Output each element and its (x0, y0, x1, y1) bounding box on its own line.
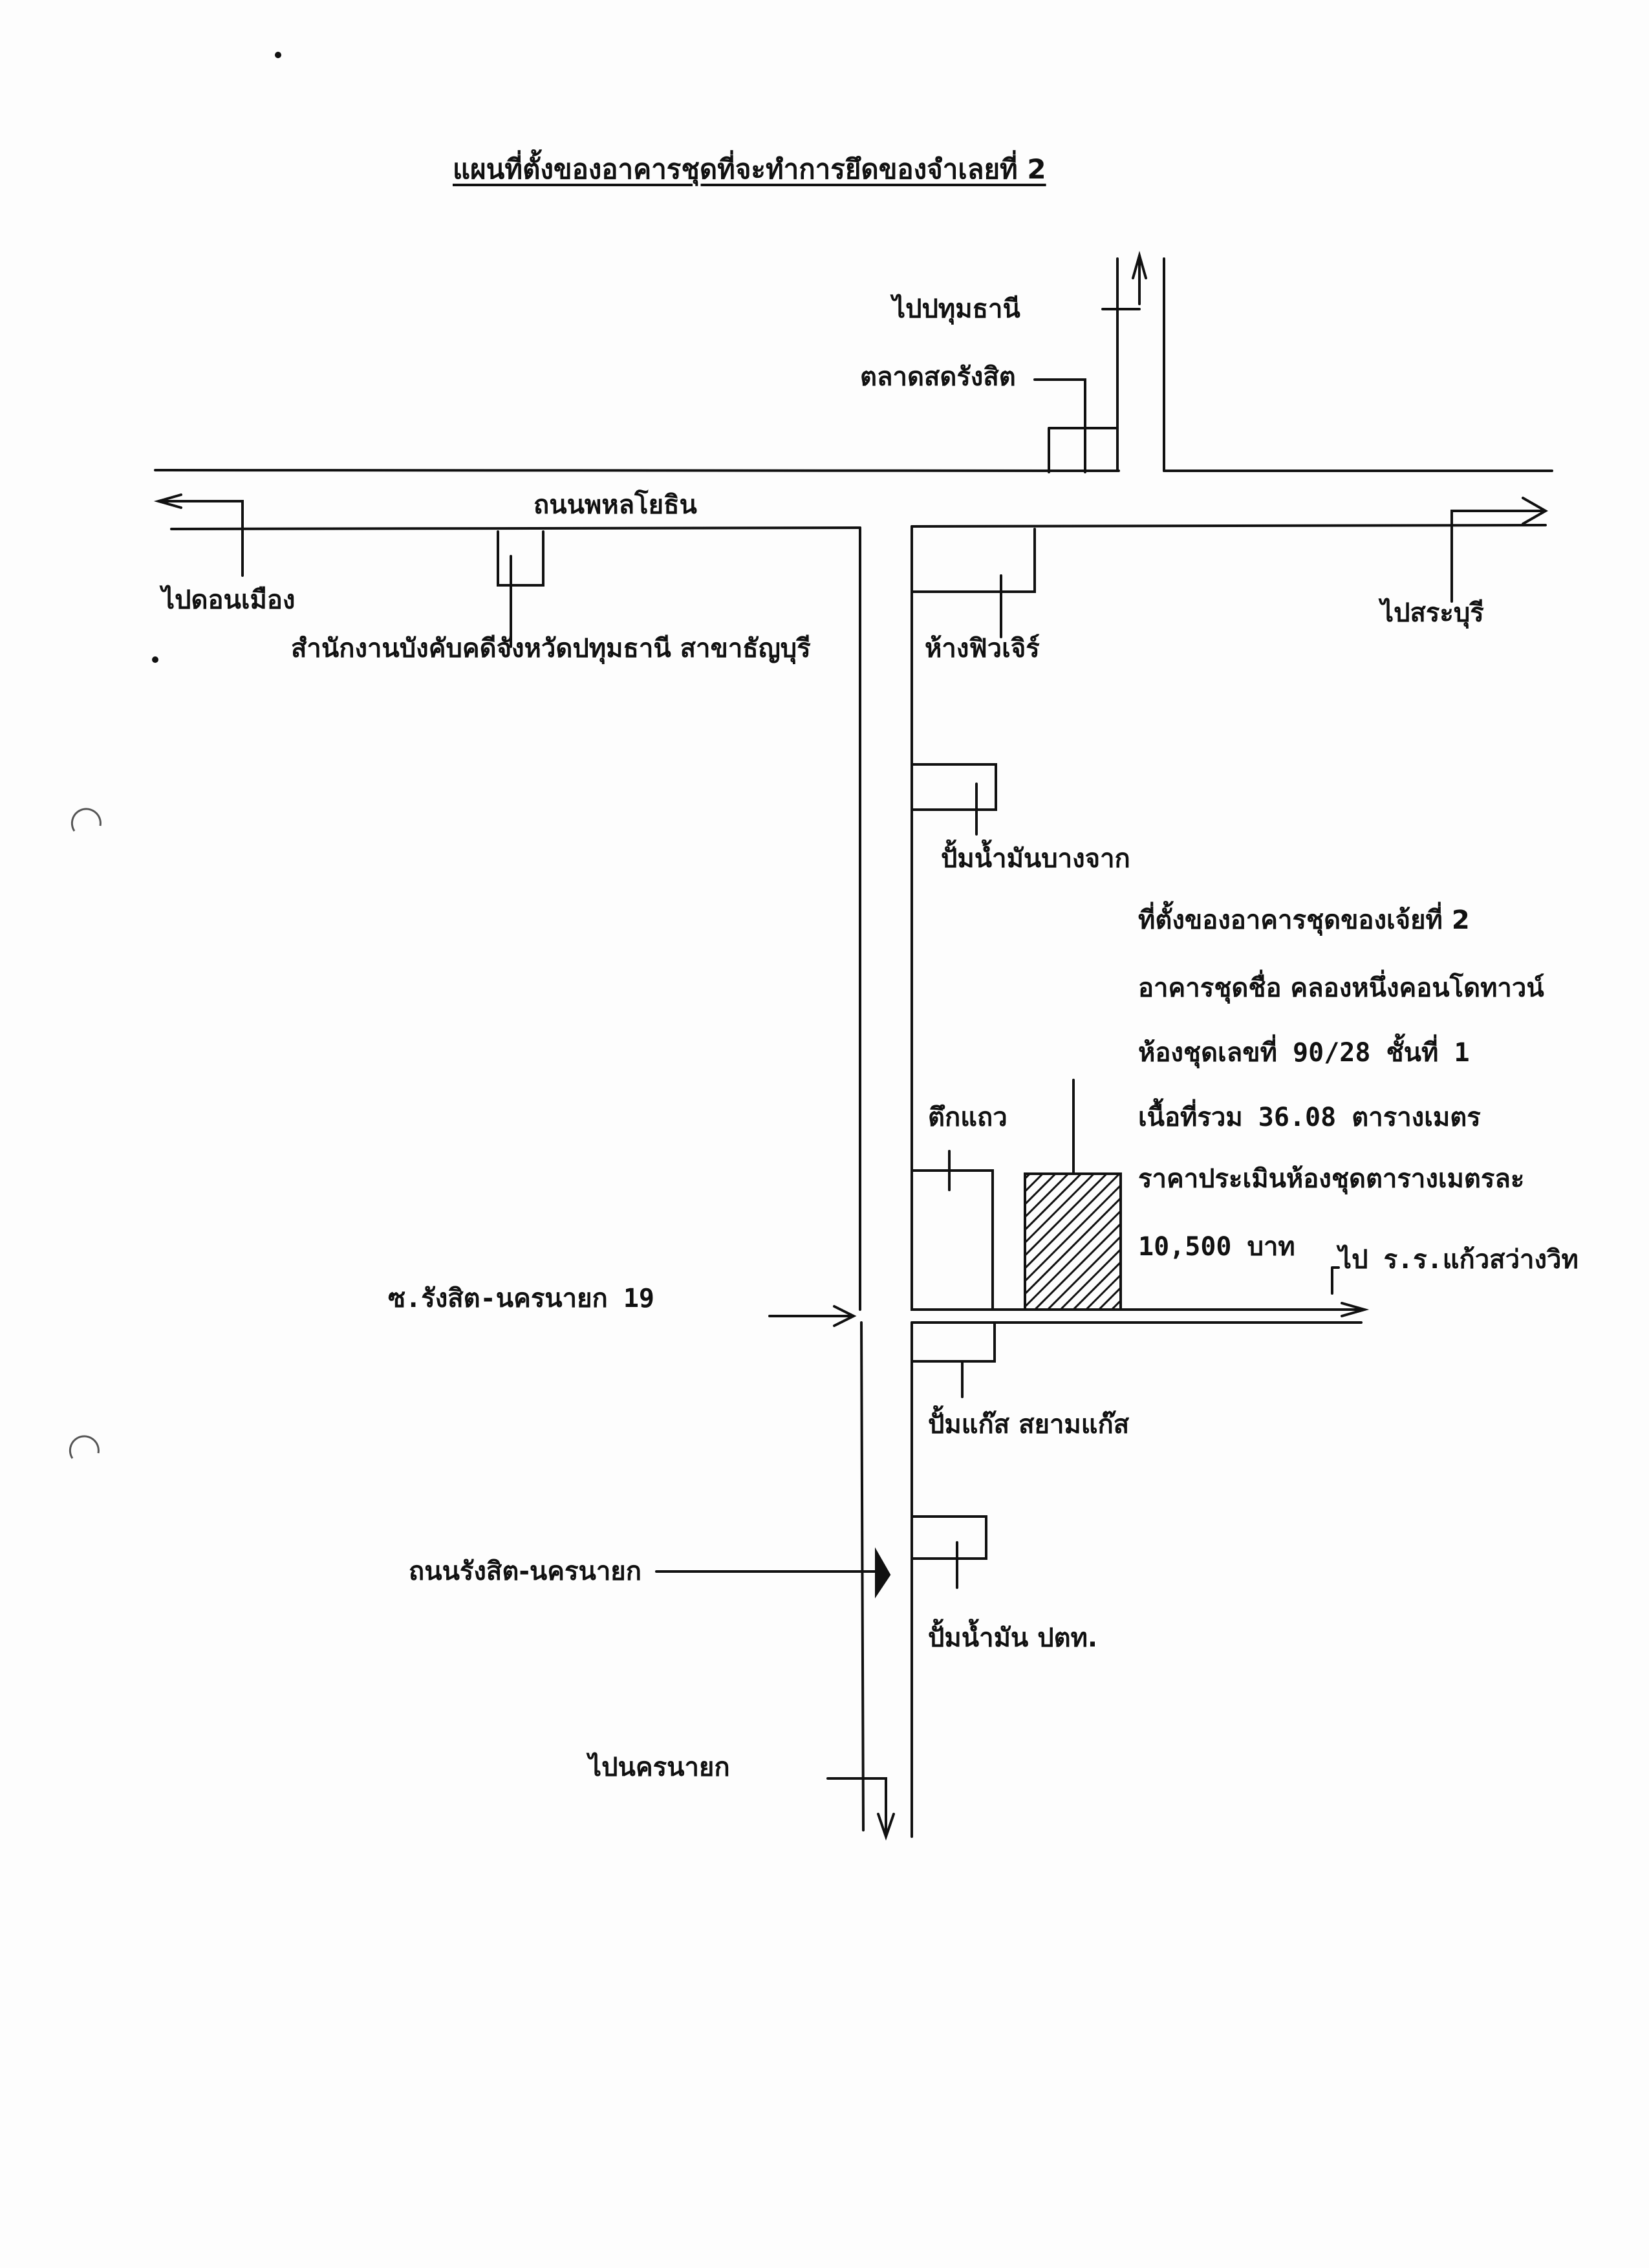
property-info-line-2: อาคารชุดชื่อ คลองหนึ่งคอนโดทาวน์ (1138, 973, 1544, 1003)
pathum-thani-road (1116, 257, 1165, 472)
bangchak-station-marker (911, 763, 997, 836)
label-future-park: ห้างฟิวเจิร์ (925, 634, 1040, 664)
property-info-line-3: ห้องชุดเลขที่ 90/28 ชั้นที่ 1 (1138, 1038, 1470, 1068)
property-info-line-4: เนื้อที่รวม 36.08 ตารางเมตร (1138, 1103, 1481, 1132)
rangsit-market-marker (1033, 378, 1119, 473)
label-to-kaeo-sawang-school: ไป ร.ร.แก้วสว่างวิท (1339, 1245, 1579, 1275)
phahonyothin-road-south-edge (170, 524, 1547, 530)
property-info-line-1: ที่ตั้งของอาคารชุดของเจ้ยที่ 2 (1138, 905, 1470, 935)
condo-building-hatched (1024, 1172, 1122, 1311)
ptt-station-marker (911, 1515, 987, 1589)
north-arrow-icon (1132, 250, 1147, 305)
map-title: แผนที่ตั้งของอาคารชุดที่จะทำการยึดของจำเ… (453, 153, 1046, 185)
label-to-saraburi: ไปสระบุรี (1381, 598, 1484, 628)
future-park-marker (911, 528, 1036, 638)
label-bangchak-station: ปั้มน้ำมันบางจาก (941, 844, 1130, 874)
label-rangsit-nakhon-nayok-road: ถนนรังสิต-นครนายก (409, 1557, 641, 1586)
west-arrow-icon (153, 493, 244, 577)
label-rangsit-market: ตลาดสดรังสิต (860, 362, 1016, 392)
property-info-line-5: ราคาประเมินห้องชุดตารางเมตรละ (1138, 1164, 1525, 1194)
siam-gas-marker (911, 1321, 996, 1398)
label-to-pathum-thani: ไปปทุมธานี (892, 294, 1020, 324)
label-enforcement-office: สำนักงานบังคับคดีจังหวัดปทุมธานี สาขาธัญ… (291, 634, 811, 664)
punch-holes (69, 808, 102, 1459)
property-info-line-6: 10,500 บาท (1138, 1232, 1295, 1262)
label-ptt-station: ปั้มน้ำมัน ปตท. (928, 1623, 1098, 1653)
label-shophouses: ตึกแถว (928, 1103, 1008, 1132)
label-soi-rangsit-nakhon-nayok-19: ซ.รังสิต-นครนายก 19 (388, 1284, 655, 1313)
shophouse-block (911, 1169, 994, 1311)
south-arrow-icon (826, 1777, 895, 1841)
label-siam-gas: ปั้มแก๊ส สยามแก๊ส (928, 1410, 1130, 1440)
label-to-nakhon-nayok: ไปนครนายก (588, 1753, 730, 1782)
soi-19-pointer (768, 1305, 857, 1327)
east-arrow-soi-icon (1341, 1302, 1370, 1317)
label-to-don-mueang: ไปดอนเมือง (162, 585, 296, 615)
enforcement-office-marker (497, 530, 544, 648)
rangsit-nakhon-nayok-road-west-edge (859, 526, 865, 1831)
east-arrow-icon (1450, 497, 1549, 603)
label-phahonyothin-road: ถนนพหลโยธิน (534, 490, 697, 520)
phahonyothin-road-north-edge (154, 469, 1553, 472)
